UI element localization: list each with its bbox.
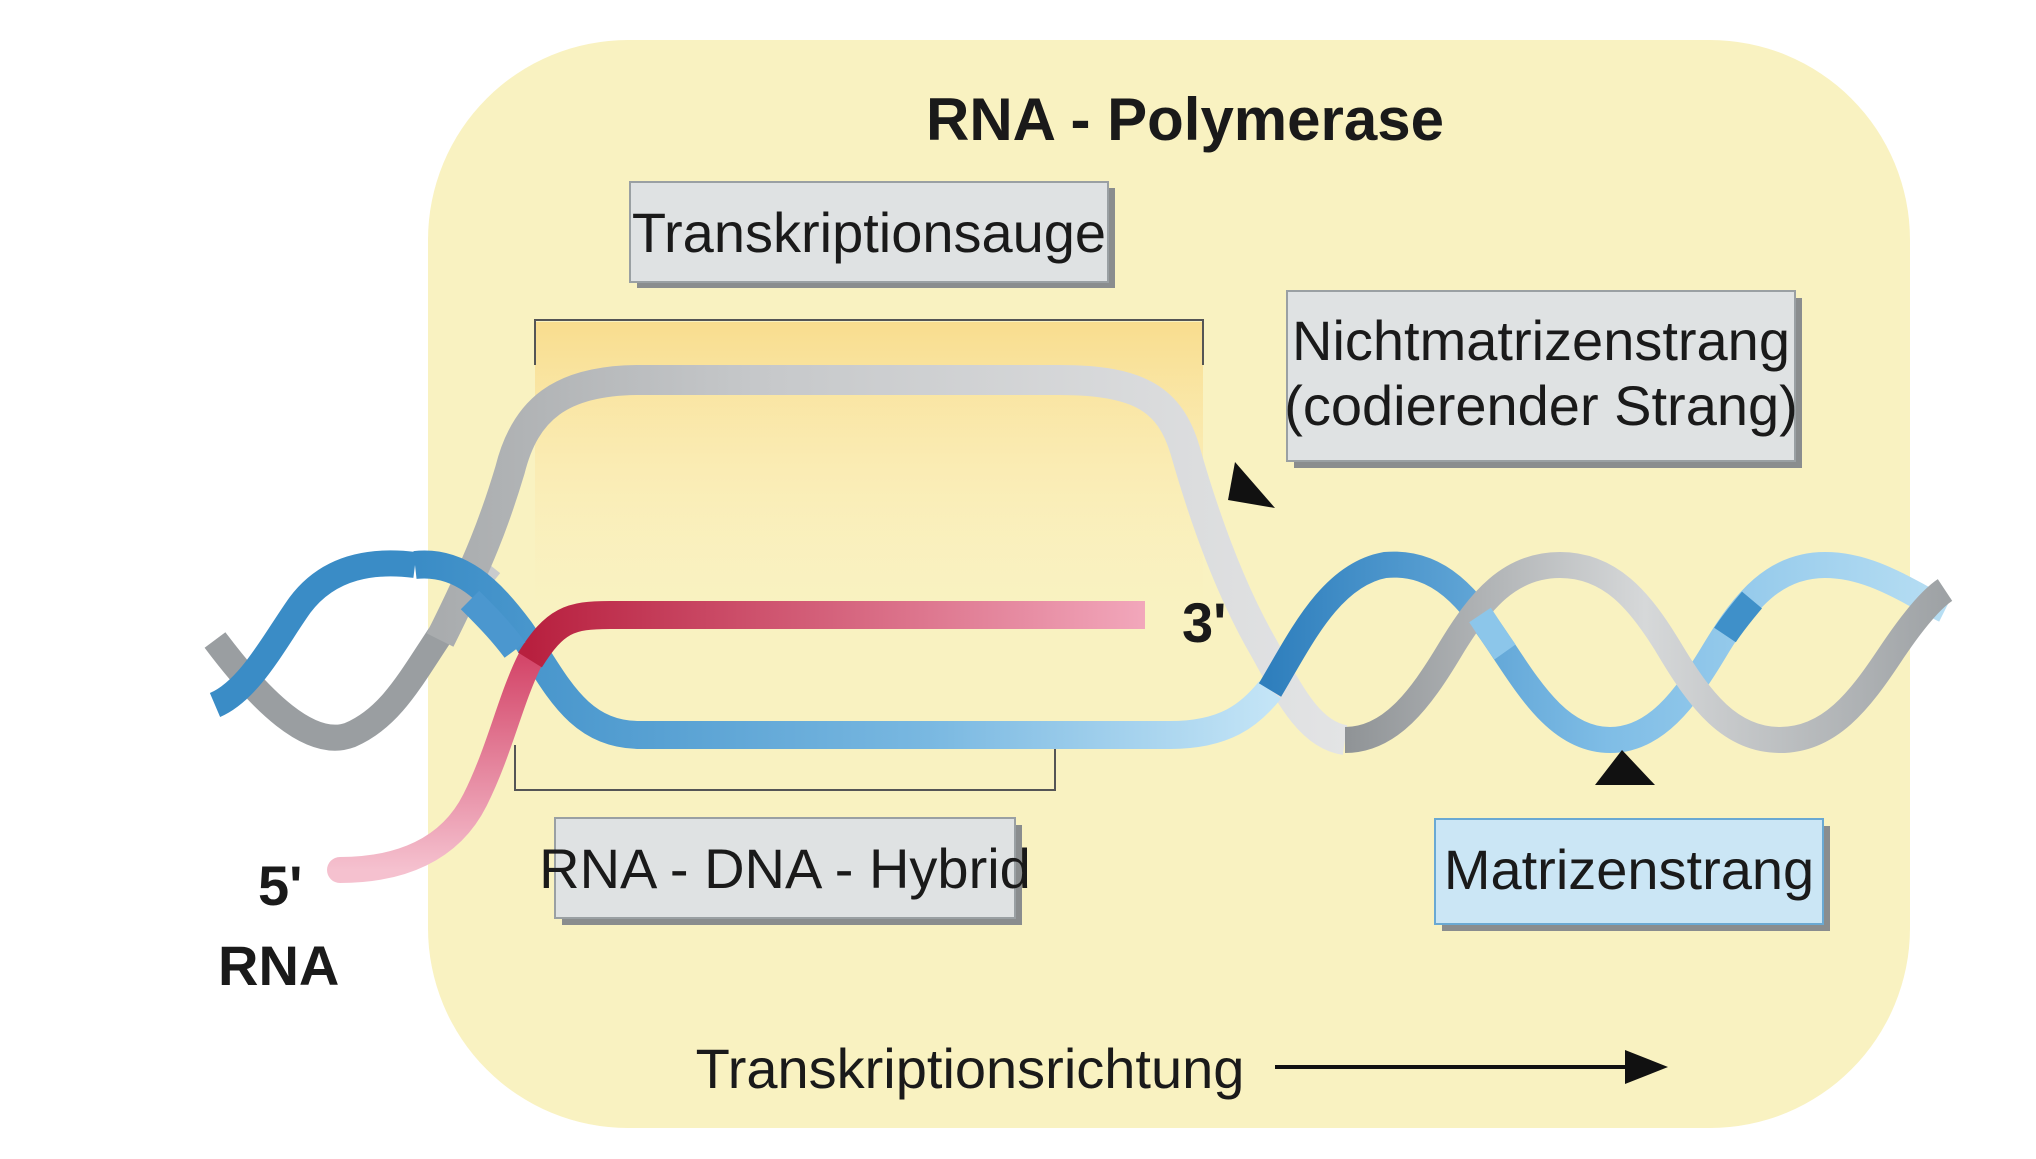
template-label-box (1434, 818, 1830, 931)
pointer-triangle-icon (1595, 750, 1655, 785)
right-helix-gray-1 (1344, 551, 1953, 754)
left-helix-blue-front (460, 590, 526, 658)
direction-label: Transkriptionsrichtung (696, 1037, 1245, 1100)
right-helix-blue-cross-1 (1469, 607, 1516, 660)
template-strand-label: Matrizenstrang (1444, 838, 1814, 901)
transcription-bubble-bracket (534, 319, 1204, 365)
pointer-triangle-icon (1228, 462, 1275, 508)
rna-label: RNA (218, 934, 339, 997)
right-helix-blue-1 (1258, 551, 1951, 754)
hybrid-label: RNA - DNA - Hybrid (539, 837, 1031, 900)
rna-strand-hybrid (518, 601, 1145, 668)
enzyme-label: RNA - Polymerase (926, 86, 1444, 153)
rna-strand-tail (327, 647, 543, 883)
coding-strand-path (426, 365, 1349, 755)
right-helix (1258, 551, 1953, 754)
nontemplate-strand-label-line2: (codierender Strang) (1284, 374, 1798, 437)
right-helix-blue-cross-2 (1714, 591, 1762, 643)
nontemplate-label-box (1286, 290, 1802, 468)
rna-3prime-label: 3' (1182, 591, 1226, 654)
nontemplate-strand-label-line1: Nichtmatrizenstrang (1292, 309, 1790, 372)
arrow-right-icon (1275, 1050, 1668, 1084)
transcription-bubble-label: Transkriptionsauge (632, 201, 1106, 264)
rna-5prime-label: 5' (258, 854, 302, 917)
hybrid-label-box (554, 817, 1022, 925)
transcription-bubble-label-box (629, 181, 1115, 288)
hybrid-bracket (514, 745, 1056, 791)
left-helix-blue-back (209, 550, 417, 717)
template-strand-path (413, 550, 1281, 749)
